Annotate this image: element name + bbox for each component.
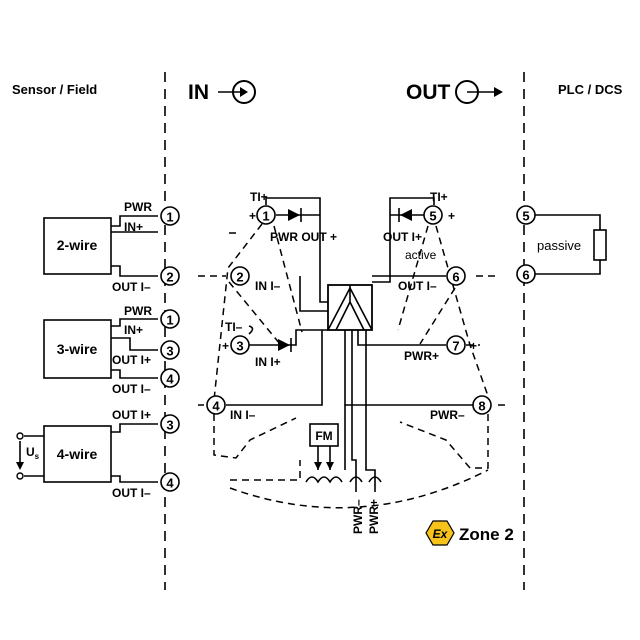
svg-text:6: 6 (452, 270, 459, 285)
svg-text:5: 5 (522, 209, 529, 224)
module-terminal-2[interactable]: 2 (230, 266, 250, 286)
two-wire-out-minus-label: OUT I– (112, 280, 151, 294)
module-solid-wiring (226, 197, 473, 482)
svg-text:3: 3 (166, 418, 173, 433)
plus-sign-7: + (470, 339, 477, 353)
supply-voltage-label: Us (26, 445, 40, 461)
four-wire-sensor: 4-wire OUT I+ OUT I– Us (16, 408, 158, 500)
module-terminal-3[interactable]: 3 (230, 335, 250, 355)
diode-left-top-icon (288, 208, 302, 222)
four-wire-out-plus-label: OUT I+ (112, 408, 151, 422)
field-terminal-3a[interactable]: 3 (160, 340, 180, 360)
four-wire-out-minus-label: OUT I– (112, 486, 151, 500)
three-wire-sensor: 3-wire PWR IN+ OUT I+ OUT I– (43, 304, 158, 396)
plc-passive-input: passive (535, 214, 607, 275)
diode-right-top-icon (398, 208, 412, 222)
three-wire-out-minus-label: OUT I– (112, 382, 151, 396)
four-wire-title: 4-wire (57, 446, 98, 462)
bus-pwr-minus-label: PWR– (351, 499, 365, 534)
pwr-minus-label: PWR– (430, 408, 465, 422)
ti-plus-left-label: TI+ (250, 190, 268, 204)
svg-text:1: 1 (166, 210, 173, 225)
zone-2-label: Zone 2 (459, 525, 514, 544)
out-arrow-icon (455, 80, 503, 104)
svg-text:7: 7 (452, 339, 459, 354)
plus-sign-left: + (249, 209, 256, 223)
ti-minus-probe-icon (248, 325, 254, 335)
three-wire-title: 3-wire (57, 341, 98, 357)
svg-text:4: 4 (212, 399, 220, 414)
plc-terminal-6[interactable]: 6 (516, 264, 536, 284)
field-terminal-4b[interactable]: 4 (160, 472, 180, 492)
three-wire-in-plus-label: IN+ (124, 323, 143, 337)
in-minus-label-4: IN I– (230, 408, 256, 422)
field-terminal-1b[interactable]: 1 (160, 309, 180, 329)
pwr-out-plus-label: PWR OUT + (270, 230, 337, 244)
field-terminal-3b[interactable]: 3 (160, 414, 180, 434)
two-wire-pwr-label: PWR (124, 200, 152, 214)
svg-text:3: 3 (236, 339, 243, 354)
ti-minus-label: TI– (225, 320, 243, 334)
out-minus-label: OUT I– (398, 279, 437, 293)
two-wire-title: 2-wire (57, 237, 98, 253)
svg-text:8: 8 (478, 399, 485, 414)
zone-out: OUT (406, 81, 451, 104)
bus-connector-icon (349, 476, 382, 492)
svg-text:2: 2 (166, 270, 173, 285)
supply-arrow-icon (16, 441, 24, 470)
svg-text:6: 6 (522, 268, 529, 283)
ex-zone-badge: Ex Zone 2 (425, 520, 514, 546)
module-terminal-7[interactable]: 7 (446, 335, 466, 355)
plus-sign-right: + (448, 209, 455, 223)
svg-text:4: 4 (166, 372, 174, 387)
in-arrow-icon (218, 80, 256, 104)
module-terminal-8[interactable]: 8 (472, 395, 492, 415)
ti-plus-right-label: TI+ (430, 190, 448, 204)
fm-label: FM (315, 429, 332, 443)
svg-text:5: 5 (429, 209, 436, 224)
zone-in: IN (188, 81, 209, 104)
svg-text:1: 1 (166, 313, 173, 328)
plus-sign-3: + (222, 339, 229, 353)
ex-symbol: Ex (433, 527, 449, 541)
svg-text:3: 3 (166, 344, 173, 359)
three-wire-out-plus-label: OUT I+ (112, 353, 151, 367)
fm-fault-monitor: FM (305, 423, 343, 484)
field-terminal-4a[interactable]: 4 (160, 368, 180, 388)
bus-pwr-plus-label: PWR+ (367, 499, 381, 534)
svg-text:2: 2 (236, 270, 243, 285)
in-minus-label-2: IN I– (255, 279, 281, 293)
svg-text:4: 4 (166, 476, 174, 491)
ex-hexagon-icon (425, 520, 455, 546)
field-terminal-2[interactable]: 2 (160, 266, 180, 286)
in-plus-label: IN I+ (255, 355, 281, 369)
three-wire-pwr-label: PWR (124, 304, 152, 318)
plc-terminal-5[interactable]: 5 (516, 205, 536, 225)
passive-label: passive (537, 238, 581, 253)
isolator-core (327, 284, 373, 331)
zone-sensor-field: Sensor / Field (12, 82, 97, 97)
svg-text:1: 1 (262, 209, 269, 224)
pwr-plus-label: PWR+ (404, 349, 439, 363)
module-terminal-6[interactable]: 6 (446, 266, 466, 286)
diode-left-mid-icon (278, 338, 292, 352)
field-terminal-1a[interactable]: 1 (160, 206, 180, 226)
module-terminal-1[interactable]: 1 (256, 205, 276, 225)
active-label: active (405, 248, 437, 262)
zone-plc-dcs: PLC / DCS (558, 82, 623, 97)
module-terminal-4[interactable]: 4 (206, 395, 226, 415)
two-wire-in-plus-label: IN+ (124, 220, 143, 234)
two-wire-sensor: 2-wire PWR IN+ OUT I– (43, 200, 158, 294)
module-terminal-5[interactable]: 5 (423, 205, 443, 225)
module-dashed-paths (198, 223, 506, 509)
out-plus-label: OUT I+ (383, 230, 422, 244)
